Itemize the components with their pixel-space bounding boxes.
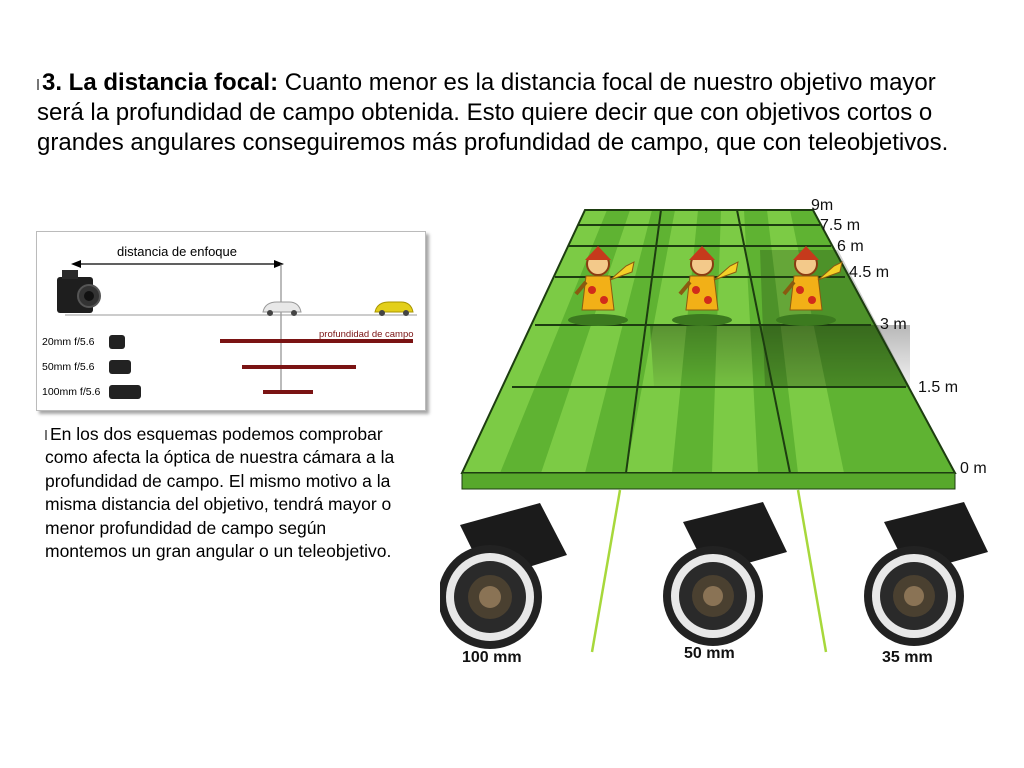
- lens-35mm-icon: [864, 502, 988, 646]
- camera-icon: [57, 270, 101, 313]
- white-car-icon: [262, 301, 302, 316]
- grass-field: [460, 209, 957, 490]
- lens-label-50mm: 50 mm: [684, 645, 735, 662]
- heading-lead: 3. La distancia focal:: [42, 69, 279, 96]
- lens-label-35mm: 35 mm: [882, 649, 933, 666]
- lens-100mm-icon: [440, 503, 567, 649]
- dof-bar-50mm: [242, 365, 356, 369]
- heading-body: Cuanto menor es la distancia focal de nu…: [37, 69, 949, 156]
- dof-diagram-graphic: distancia de enfoque profundidad de camp…: [42, 244, 417, 399]
- field-diagram: 9m 7.5 m 6 m 4.5 m 3 m 1.5 m 0 m 100 mm …: [440, 197, 988, 666]
- clown-figure-middle: [672, 246, 739, 326]
- lens-label-100mm: 100mm f/5.6: [42, 386, 101, 398]
- dof-bar-100mm: [263, 390, 313, 394]
- distance-label-0m: 0 m: [960, 460, 987, 477]
- lens-label-100mm: 100 mm: [462, 649, 522, 666]
- bullet-marker: [37, 79, 39, 90]
- slide-heading: 3. La distancia focal: Cuanto menor es l…: [37, 68, 987, 158]
- lens-label-20mm: 20mm f/5.6: [42, 336, 95, 348]
- distance-label-4-5m: 4.5 m: [849, 264, 889, 281]
- distance-label-6m: 6 m: [837, 238, 864, 255]
- dof-bar-20mm: [220, 339, 413, 343]
- lens-50mm-icon: [109, 360, 131, 374]
- distance-label-9m: 9m: [811, 197, 833, 214]
- bullet-marker: [45, 430, 47, 440]
- lens-50mm-icon: [663, 502, 787, 646]
- yellow-car-icon: [374, 301, 414, 316]
- dof-diagram: distancia de enfoque profundidad de camp…: [36, 231, 426, 411]
- distance-label-3m: 3 m: [880, 316, 907, 333]
- clown-figure-left: [568, 246, 635, 326]
- caption-text: En los dos esquemas podemos comprobar co…: [45, 423, 395, 563]
- caption-body: En los dos esquemas podemos comprobar co…: [45, 424, 395, 562]
- lens-20mm-icon: [109, 335, 125, 349]
- clown-figure-right: [776, 246, 843, 326]
- dof-label: profundidad de campo: [319, 329, 414, 340]
- distance-label-7-5m: 7.5 m: [820, 217, 860, 234]
- focus-distance-label: distancia de enfoque: [117, 244, 237, 259]
- distance-label-1-5m: 1.5 m: [918, 379, 958, 396]
- lens-label-50mm: 50mm f/5.6: [42, 361, 95, 373]
- lens-100mm-icon: [109, 385, 141, 399]
